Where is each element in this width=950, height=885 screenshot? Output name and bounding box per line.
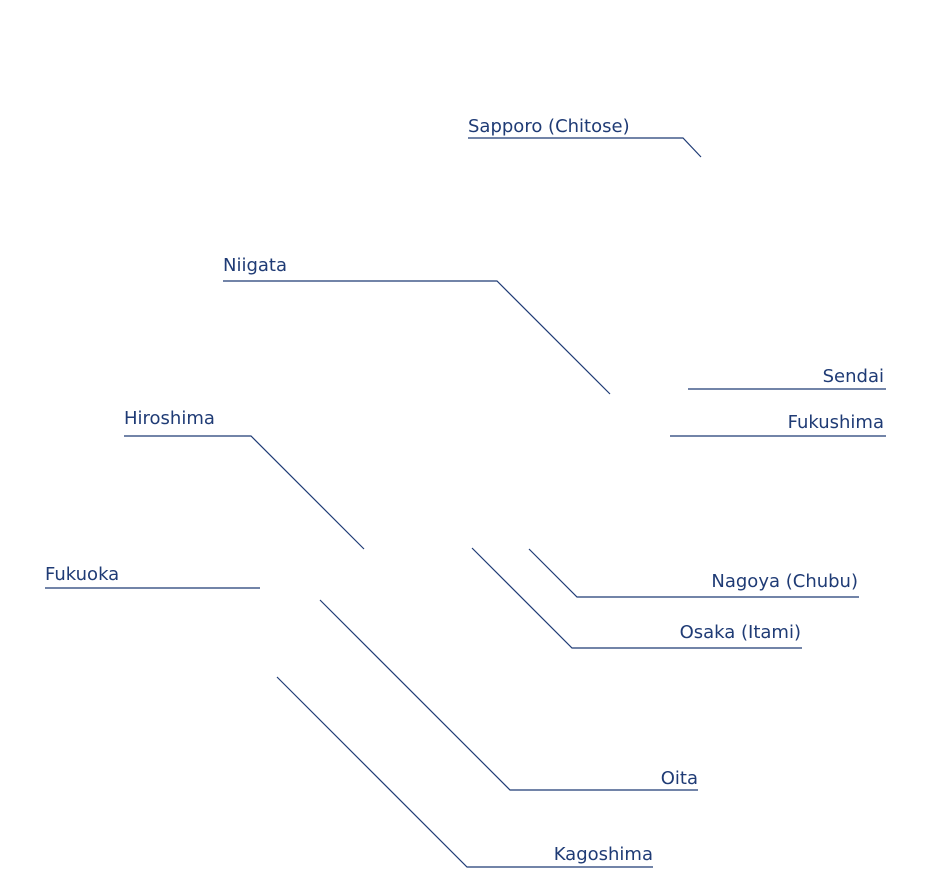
label-nagoya: Nagoya (Chubu) [711, 571, 858, 592]
leader-line-nagoya [528, 548, 859, 598]
label-osaka: Osaka (Itami) [679, 622, 801, 643]
label-oita: Oita [660, 768, 698, 789]
leader-line-kagoshima [276, 676, 653, 868]
leader-line-osaka [471, 547, 802, 649]
label-fukushima: Fukushima [787, 412, 884, 433]
label-niigata: Niigata [223, 255, 288, 276]
label-sapporo: Sapporo (Chitose) [468, 116, 630, 137]
leader-line-sapporo [468, 137, 702, 158]
label-hiroshima: Hiroshima [124, 408, 215, 429]
label-kagoshima: Kagoshima [553, 844, 653, 865]
label-fukuoka: Fukuoka [45, 564, 120, 585]
leader-line-niigata [223, 280, 611, 395]
leader-line-oita [319, 599, 698, 791]
label-sendai: Sendai [822, 366, 884, 387]
leader-line-hiroshima [124, 435, 365, 550]
